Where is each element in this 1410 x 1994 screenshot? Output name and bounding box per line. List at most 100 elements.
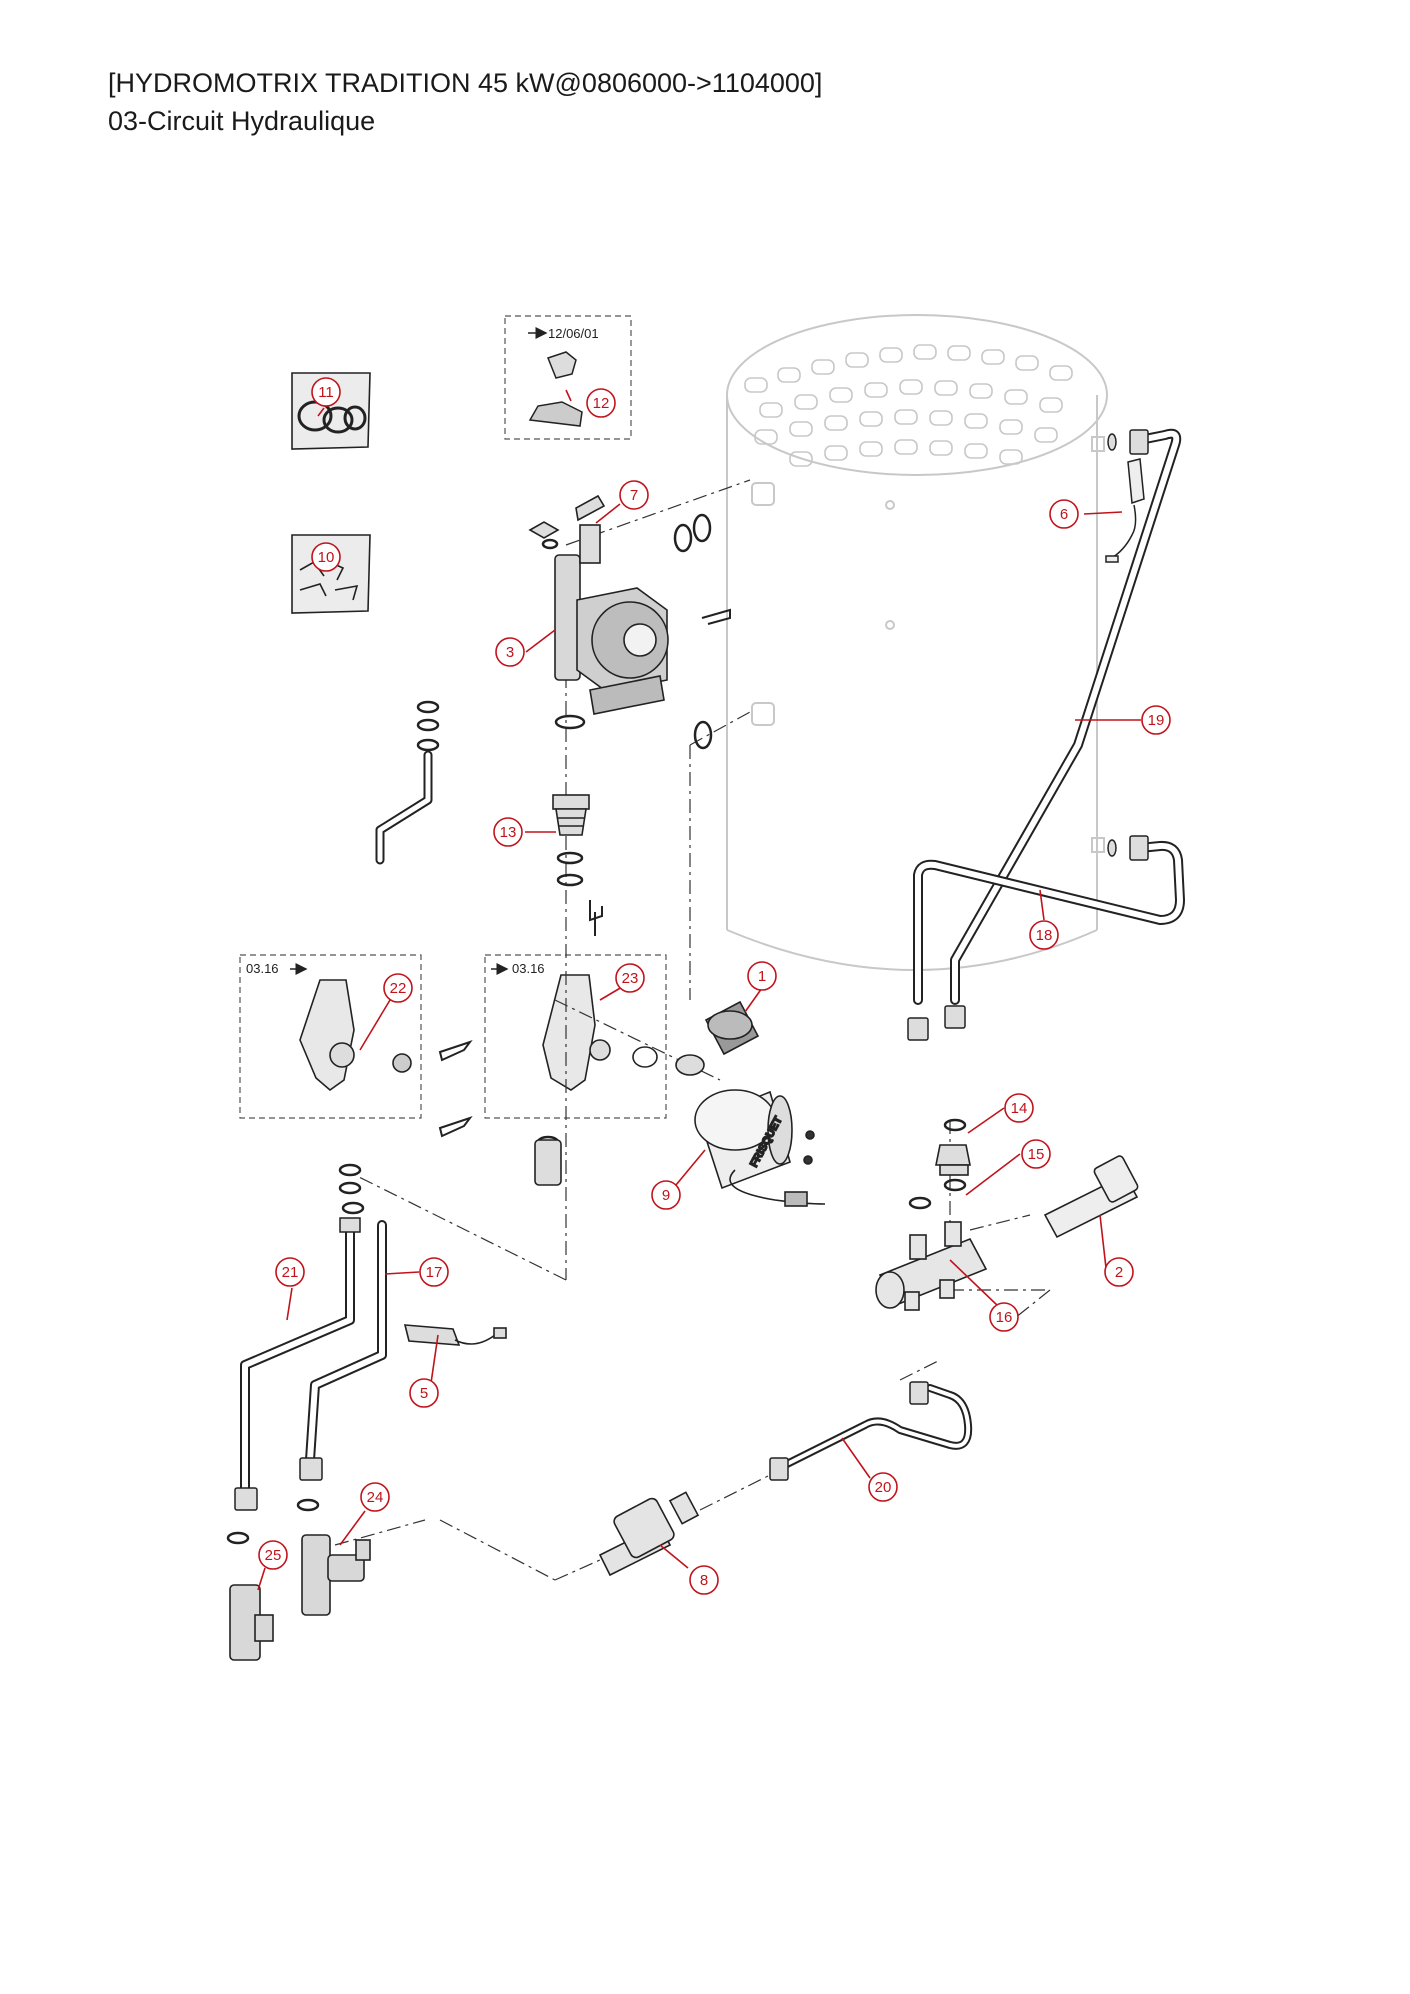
assembly-lines [334,479,1051,1581]
inset-right-note: 03.16 [512,961,545,976]
page-subtitle: 03-Circuit Hydraulique [108,106,376,136]
part-2-valve [1043,1155,1139,1239]
callout-label: 19 [1148,712,1165,729]
callout-23: 23 [615,963,645,993]
callout-circle [747,961,777,991]
part-16-manifold [875,1221,988,1311]
part-20-pipe-inner [773,1386,971,1472]
callout-20: 20 [868,1472,898,1502]
callout-label: 17 [426,1264,443,1281]
leader-lines [257,389,1141,1591]
callout-21: 21 [275,1257,305,1287]
callout-13: 13 [493,817,523,847]
callout-label: 16 [996,1309,1013,1326]
callout-circle [383,973,413,1003]
lower-valve-body [534,1139,562,1186]
callout-label: 24 [367,1489,384,1506]
pipe-left-top [375,750,433,865]
callout-label: 18 [1036,927,1053,944]
part-14-nut [935,1144,971,1176]
callout-label: 6 [1060,506,1068,523]
callout-circle [689,1565,719,1595]
page-title: [HYDROMOTRIX TRADITION 45 kW@0806000->11… [108,68,823,98]
callout-5: 5 [409,1378,439,1408]
callout-2: 2 [1104,1257,1134,1287]
part-25-valve [229,1584,274,1661]
callout-16: 16 [989,1302,1019,1332]
pipe-nuts [234,1217,361,1511]
callout-6: 6 [1049,499,1079,529]
callout-label: 1 [758,968,766,985]
callout-label: 20 [875,1479,892,1496]
pipes-17-21-inner [242,1222,385,1493]
inset-box-top: 12/06/01 [504,315,632,440]
callout-label: 9 [662,1187,670,1204]
part-9-motor: FRISQUET [632,1046,826,1207]
callout-label: 21 [282,1264,299,1281]
callout-label: 22 [390,980,407,997]
callout-circle [258,1540,288,1570]
pump-gaskets [226,513,967,1545]
callout-10: 10 [311,542,341,572]
callout-15: 15 [1021,1139,1051,1169]
tank-ports [751,436,1105,853]
callout-label: 11 [318,384,334,401]
callout-circle [495,637,525,667]
part-5-sensor-clip [403,1324,507,1346]
part-24-valve [301,1534,371,1616]
callout-circle [586,388,616,418]
part-7-valve [528,494,606,564]
callout-1: 1 [747,961,777,991]
callout-9: 9 [651,1180,681,1210]
callout-circle [1004,1093,1034,1123]
callout-7: 7 [619,480,649,510]
tank-heat-exchanger-tubes [744,344,1073,467]
hose-18-inner [915,842,1183,1003]
part-6-sensor [1105,458,1145,563]
callout-circle [1021,1139,1051,1169]
clips [438,608,731,1138]
callout-3: 3 [495,637,525,667]
callout-circle [868,1472,898,1502]
inset-box-left: 03.16 [239,954,422,1119]
part-3-pump [554,554,669,715]
callout-label: 5 [420,1385,428,1402]
callout-circle [989,1302,1019,1332]
callout-25: 25 [258,1540,288,1570]
callout-24: 24 [360,1482,390,1512]
hose-19-inner [952,430,1180,1003]
callout-circle [615,963,645,993]
callout-label: 13 [500,824,517,841]
part-1-sensor [704,1000,760,1056]
callout-circle [651,1180,681,1210]
callout-circle [409,1378,439,1408]
callout-12: 12 [586,388,616,418]
callout-circle [311,542,341,572]
callout-label: 25 [265,1547,282,1564]
callout-circle [619,480,649,510]
callout-label: 10 [318,549,335,566]
callout-circle [275,1257,305,1287]
callout-11: 11 [311,377,341,407]
callout-label: 12 [593,395,610,412]
callout-circle [1141,705,1171,735]
inset-box-right: 03.16 [484,954,667,1119]
callout-circle [1049,499,1079,529]
callout-8: 8 [689,1565,719,1595]
callout-circle [419,1257,449,1287]
callout-circle [1029,920,1059,950]
part-20-nuts [769,1381,929,1481]
part-8-valve [598,1491,700,1577]
callout-label: 2 [1115,1264,1123,1281]
callout-circle [311,377,341,407]
callout-label: 7 [630,487,638,504]
callout-circle [1104,1257,1134,1287]
inset-top-note: 12/06/01 [548,326,599,341]
callout-circle [493,817,523,847]
callout-17: 17 [419,1257,449,1287]
inset-left-note: 03.16 [246,961,279,976]
callout-label: 23 [622,970,639,987]
callout-22: 22 [383,973,413,1003]
callout-label: 15 [1028,1146,1045,1163]
